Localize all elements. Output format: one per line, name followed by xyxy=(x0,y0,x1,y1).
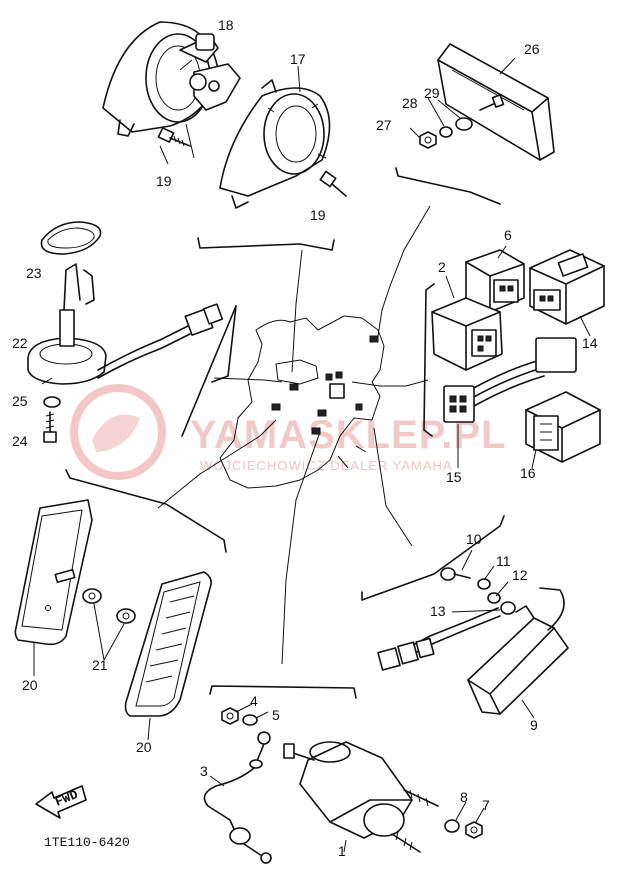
label-7: 7 xyxy=(482,797,490,813)
bolt-10 xyxy=(440,567,471,581)
bracket-2-group xyxy=(423,283,435,437)
frame-sketch xyxy=(219,315,385,489)
connector-16 xyxy=(525,391,601,463)
label-11: 11 xyxy=(496,553,511,569)
label-24: 24 xyxy=(12,433,28,449)
nut-25 xyxy=(43,396,61,408)
label-21: 21 xyxy=(92,657,108,673)
label-20b: 20 xyxy=(136,739,152,755)
connector-15 xyxy=(443,337,577,423)
label-19a: 19 xyxy=(156,173,172,189)
label-9: 9 xyxy=(530,717,538,733)
label-27: 27 xyxy=(376,117,392,133)
washer-5 xyxy=(242,714,258,726)
part-labels: 18 19 17 19 26 29 28 27 23 22 25 24 6 2 … xyxy=(12,17,598,859)
label-5: 5 xyxy=(272,707,280,723)
washer-29 xyxy=(455,117,473,131)
washer-8 xyxy=(444,819,460,833)
label-17: 17 xyxy=(290,51,306,67)
nut-12 xyxy=(487,592,501,604)
watermark-logo-mark xyxy=(92,414,140,452)
watermark-subtitle: WOJCIECHOWICZ DEALER YAMAHA xyxy=(200,458,453,473)
nuts-21 xyxy=(82,588,136,624)
label-19b: 19 xyxy=(310,207,326,223)
lead-wire-3 xyxy=(203,731,272,864)
nut-4 xyxy=(221,707,239,725)
washer-28 xyxy=(439,126,453,138)
label-22: 22 xyxy=(12,335,28,351)
nut-27 xyxy=(419,131,437,149)
label-16: 16 xyxy=(520,465,536,481)
fwd-arrow-icon: FWD xyxy=(35,785,87,819)
relay-2 xyxy=(431,297,503,371)
label-29: 29 xyxy=(424,85,440,101)
label-13: 13 xyxy=(430,603,446,619)
reflector-20b xyxy=(124,571,212,717)
label-25: 25 xyxy=(12,393,28,409)
watermark: YAMASKLEP.PL WOJCIECHOWICZ DEALER YAMAHA xyxy=(70,384,506,480)
label-8: 8 xyxy=(460,789,468,805)
fuel-sender-22 xyxy=(27,263,224,385)
relay-6 xyxy=(465,249,525,313)
label-28: 28 xyxy=(402,95,418,111)
regulator-9 xyxy=(377,587,569,715)
horn-17 xyxy=(219,79,331,209)
label-3: 3 xyxy=(200,763,208,779)
label-20a: 20 xyxy=(22,677,38,693)
label-1: 1 xyxy=(338,843,346,859)
bolt-19a xyxy=(157,127,191,147)
reflector-20a xyxy=(14,499,93,646)
label-15: 15 xyxy=(446,469,462,485)
label-23: 23 xyxy=(26,265,42,281)
gasket-23 xyxy=(40,221,102,255)
label-12: 12 xyxy=(512,567,528,583)
bolt-19b xyxy=(319,170,347,197)
label-18: 18 xyxy=(218,17,234,33)
horn-18 xyxy=(102,21,241,137)
watermark-logo-icon xyxy=(70,384,166,480)
washer-11 xyxy=(477,578,491,590)
label-2: 2 xyxy=(438,259,446,275)
label-4: 4 xyxy=(250,693,258,709)
starter-relay-1 xyxy=(283,741,439,853)
label-14: 14 xyxy=(582,335,598,351)
diagram-code: 1TE110-6420 xyxy=(44,835,130,850)
label-6: 6 xyxy=(504,227,512,243)
screw-29 xyxy=(479,94,505,111)
label-26: 26 xyxy=(524,41,540,57)
flasher-14 xyxy=(529,249,605,325)
nut-7 xyxy=(465,821,483,839)
collar-13 xyxy=(500,601,516,615)
screw-24 xyxy=(43,411,57,443)
label-10: 10 xyxy=(466,531,482,547)
